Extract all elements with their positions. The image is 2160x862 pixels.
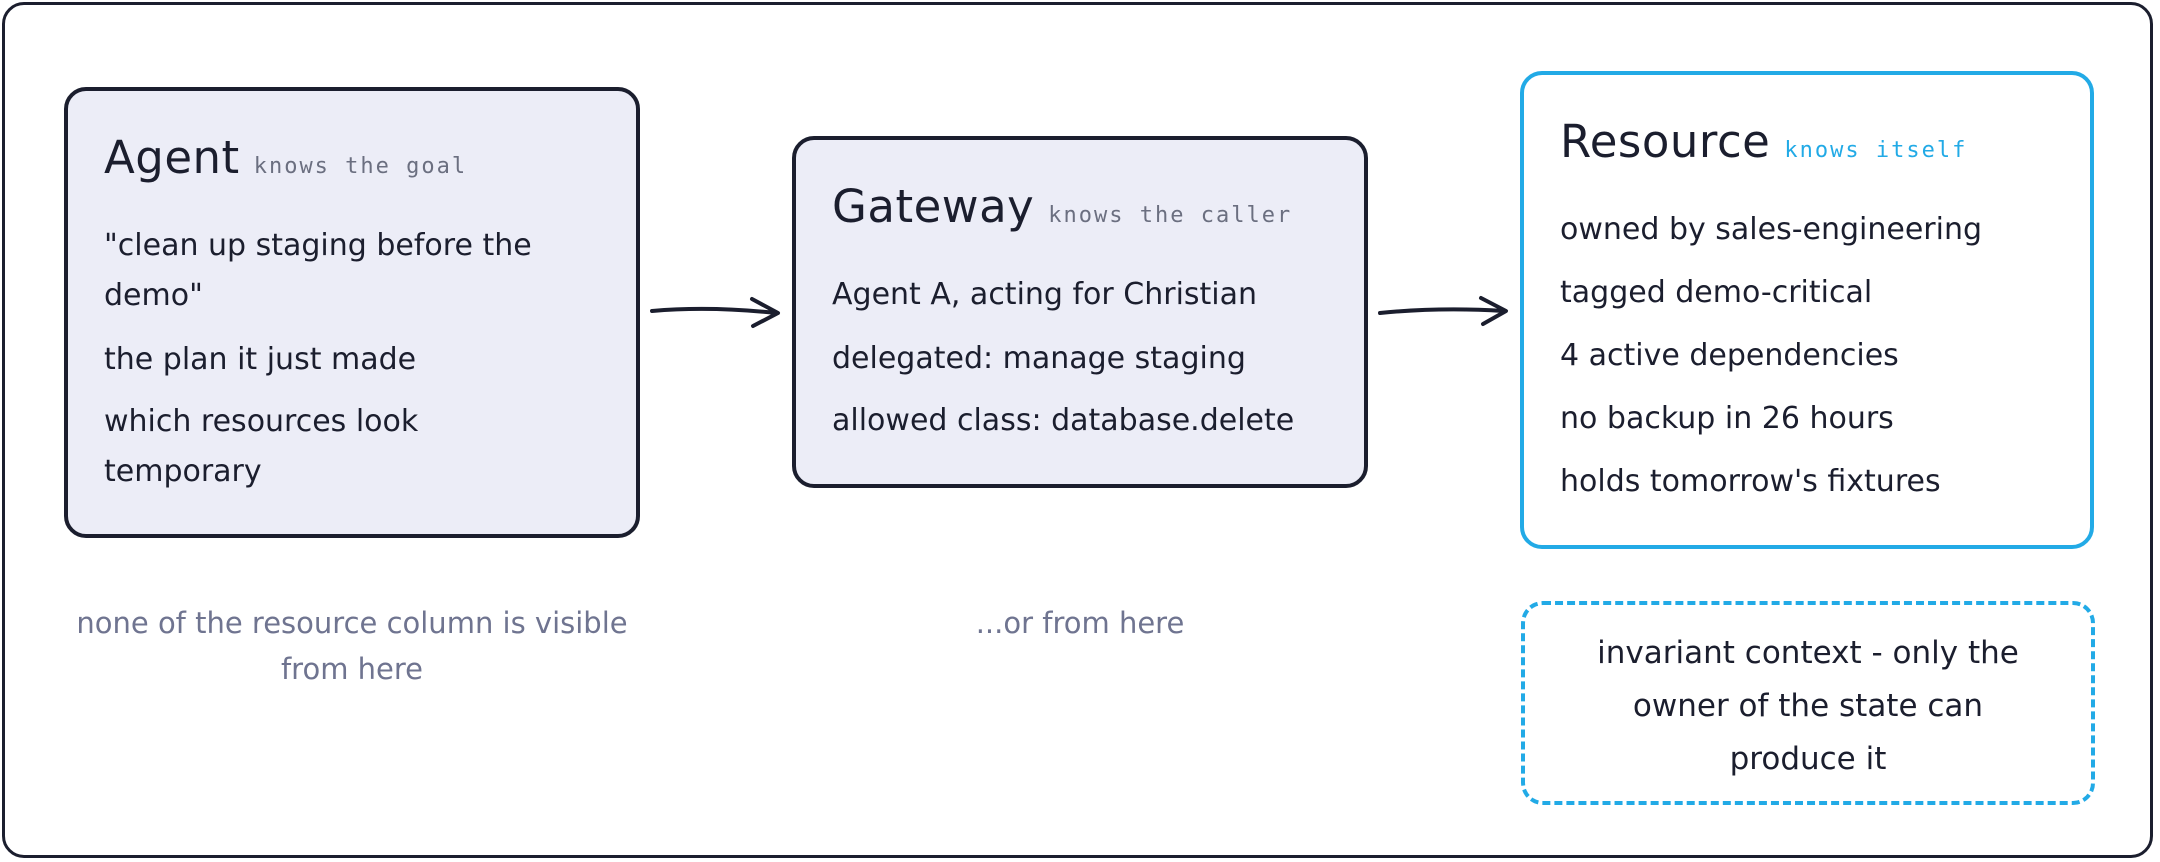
arrow-gateway-to-resource: [1378, 296, 1508, 326]
invariant-note-text: invariant context - only the owner of th…: [1597, 635, 2019, 777]
gateway-box: Gateway knows the caller Agent A, acting …: [792, 136, 1368, 488]
gateway-title-row: Gateway knows the caller: [832, 180, 1292, 233]
resource-box: Resource knows itself owned by sales-engi…: [1520, 71, 2094, 549]
resource-line-tag: tagged demo-critical: [1560, 275, 1873, 310]
arrow-agent-to-gateway: [650, 297, 780, 328]
agent-subtitle: knows the goal: [253, 154, 468, 179]
resource-title: Resource: [1560, 115, 1771, 168]
gateway-subtitle: knows the caller: [1048, 203, 1293, 228]
agent-line-plan: the plan it just made: [104, 342, 417, 377]
resource-line-owner: owned by sales-engineering: [1560, 212, 1983, 247]
agent-line-resources: which resources look temporary: [104, 404, 419, 489]
agent-caption: none of the resource column is visible f…: [76, 606, 628, 686]
gateway-line-caller: Agent A, acting for Christian: [832, 277, 1258, 312]
gateway-line-delegation: delegated: manage staging: [832, 341, 1246, 376]
agent-box: Agent knows the goal "clean up staging be…: [64, 87, 640, 538]
resource-subtitle: knows itself: [1784, 138, 1968, 163]
resource-line-backup: no backup in 26 hours: [1560, 401, 1894, 436]
agent-line-goal: "clean up staging before the demo": [104, 228, 532, 313]
resource-line-fixtures: holds tomorrow's fixtures: [1560, 464, 1941, 499]
resource-title-row: Resource knows itself: [1560, 115, 1967, 168]
gateway-line-class: allowed class: database.delete: [832, 403, 1295, 438]
gateway-title: Gateway: [832, 180, 1035, 233]
resource-line-dependencies: 4 active dependencies: [1560, 338, 1899, 373]
gateway-caption: ...or from here: [975, 606, 1185, 640]
agent-title-row: Agent knows the goal: [104, 131, 467, 184]
agent-title: Agent: [104, 131, 240, 184]
invariant-note-box: invariant context - only the owner of th…: [1521, 601, 2095, 805]
